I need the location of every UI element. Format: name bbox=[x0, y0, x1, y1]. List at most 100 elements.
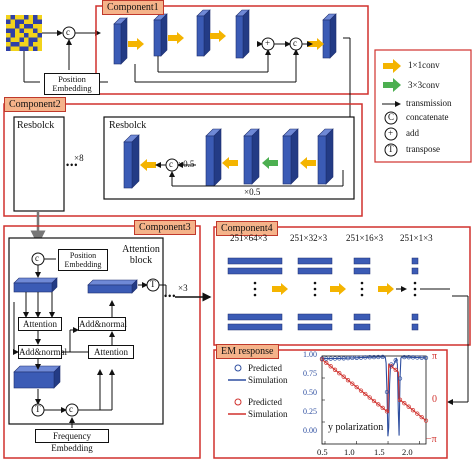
predicted-point-red bbox=[410, 408, 416, 413]
xtick-0: 0.5 bbox=[317, 447, 328, 457]
legend-label-transpose: transpose bbox=[406, 144, 440, 154]
component1-title: Component1 bbox=[102, 0, 164, 15]
predicted-point-blue bbox=[406, 355, 411, 360]
legend-label-concatenate: concatenate bbox=[406, 112, 449, 122]
c4-vdot bbox=[413, 287, 417, 291]
predicted-point-red bbox=[337, 371, 342, 376]
predicted-point-blue bbox=[328, 356, 333, 361]
c4-bar-1 bbox=[411, 267, 419, 275]
predicted-point-red bbox=[384, 409, 390, 414]
c4-vdot bbox=[313, 293, 317, 297]
attention-block-label: Attention block bbox=[122, 244, 160, 266]
yellow-arrow-icon bbox=[383, 59, 401, 73]
xtick-2: 1.5 bbox=[374, 447, 385, 457]
ytick-left-0: 1.00 bbox=[303, 350, 317, 359]
c1-feature-block bbox=[235, 9, 250, 59]
em-legend-simulation-2: Simulation bbox=[248, 409, 288, 419]
c2-feature-block bbox=[205, 128, 222, 187]
c4-bar-1 bbox=[411, 257, 419, 265]
predicted-point-red bbox=[345, 378, 351, 383]
c1-feature-block bbox=[153, 13, 168, 57]
ytick-left-3: 0.25 bbox=[303, 407, 317, 416]
predicted-point-red bbox=[415, 411, 420, 416]
concat-symbol-c3a: c bbox=[35, 253, 39, 263]
predicted-point-blue bbox=[380, 354, 385, 360]
c4-bar-32 bbox=[297, 267, 333, 275]
concat-symbol-c3b: c bbox=[69, 404, 73, 414]
em-annotation-y-polarization: y polarization bbox=[328, 422, 384, 433]
c2-arrow bbox=[140, 159, 156, 171]
frequency-embedding-box: Frequency Embedding bbox=[35, 429, 109, 453]
predicted-point-blue bbox=[337, 356, 342, 361]
legend-circle-blue bbox=[234, 364, 242, 372]
c1-arrow bbox=[128, 38, 144, 50]
predicted-point-red bbox=[354, 384, 359, 390]
c4-vdot bbox=[313, 287, 317, 291]
predicted-point-blue bbox=[384, 389, 390, 395]
em-legend-predicted-1: Predicted bbox=[248, 363, 282, 373]
ytick-left-2: 0.50 bbox=[303, 388, 317, 397]
c2-feature-block bbox=[123, 134, 140, 189]
predicted-point-red bbox=[393, 367, 398, 373]
predicted-point-blue bbox=[350, 355, 355, 361]
c4-arrow bbox=[330, 283, 346, 295]
component2-title: Component2 bbox=[4, 97, 66, 112]
predicted-point-red bbox=[358, 388, 364, 393]
c4-vdot bbox=[413, 293, 417, 297]
repeat-x8-label: ×8 bbox=[74, 153, 84, 163]
predicted-point-red bbox=[367, 395, 372, 400]
c4-bar-64 bbox=[227, 323, 283, 331]
simulation-curve-red bbox=[321, 358, 427, 422]
c2-feature-block bbox=[243, 128, 260, 185]
em-response-title: EM response bbox=[216, 344, 279, 359]
c1-feature-block bbox=[113, 17, 128, 65]
c2-arrow bbox=[300, 157, 316, 169]
scale-a-label: ×0.5 bbox=[178, 159, 195, 169]
predicted-point-blue bbox=[393, 358, 398, 363]
resbolck-left-label: Resbolck bbox=[17, 120, 55, 131]
c4-bar-16 bbox=[353, 313, 371, 321]
c2-feature-block bbox=[282, 128, 299, 185]
transpose-symbol-c3: T bbox=[35, 404, 41, 414]
predicted-point-red bbox=[332, 367, 338, 372]
c4-vdot bbox=[360, 293, 364, 297]
predicted-point-red bbox=[328, 364, 333, 369]
predicted-point-red bbox=[389, 364, 394, 369]
predicted-point-red bbox=[371, 398, 377, 404]
predicted-point-red bbox=[341, 374, 346, 379]
legend-label-3x3conv: 3×3conv bbox=[408, 80, 440, 90]
c4-vdot bbox=[253, 287, 257, 291]
predicted-point-blue bbox=[354, 355, 359, 360]
ellipsis-c2: ••• bbox=[66, 160, 79, 170]
c2-arrow bbox=[262, 157, 278, 169]
predicted-point-red bbox=[397, 397, 403, 402]
concat-symbol-c1: c bbox=[66, 27, 70, 37]
predicted-point-blue bbox=[345, 355, 351, 361]
em-legend-simulation-1: Simulation bbox=[248, 375, 288, 385]
legend-circle-red bbox=[234, 398, 242, 406]
add-symbol-c1: + bbox=[265, 38, 271, 48]
predicted-point-blue bbox=[415, 355, 420, 360]
predicted-point-blue bbox=[410, 355, 416, 360]
c4-bar-16 bbox=[353, 257, 371, 265]
predicted-point-red bbox=[363, 391, 368, 397]
input-pattern-icon bbox=[6, 15, 42, 51]
ytick-right-1: 0 bbox=[432, 394, 437, 405]
legend-symbol-add: + bbox=[388, 128, 394, 138]
add-normal-box-2: Add&normal bbox=[78, 317, 127, 331]
c4-vdot bbox=[360, 287, 364, 291]
c4-arrow bbox=[272, 283, 288, 295]
c1-feature-block bbox=[196, 9, 211, 57]
c2-feature-block bbox=[317, 128, 334, 185]
c1-arrow bbox=[210, 30, 226, 42]
predicted-point-blue bbox=[363, 355, 368, 360]
c4-vdot bbox=[360, 281, 364, 285]
predicted-point-red bbox=[402, 401, 407, 406]
ytick-left-4: 0.00 bbox=[303, 426, 317, 435]
resbolck-inner-label: Resbolck bbox=[109, 120, 147, 131]
predicted-point-red bbox=[376, 402, 381, 407]
predicted-point-red bbox=[324, 360, 329, 366]
em-legend-predicted-2: Predicted bbox=[248, 397, 282, 407]
c4-vdot bbox=[253, 293, 257, 297]
